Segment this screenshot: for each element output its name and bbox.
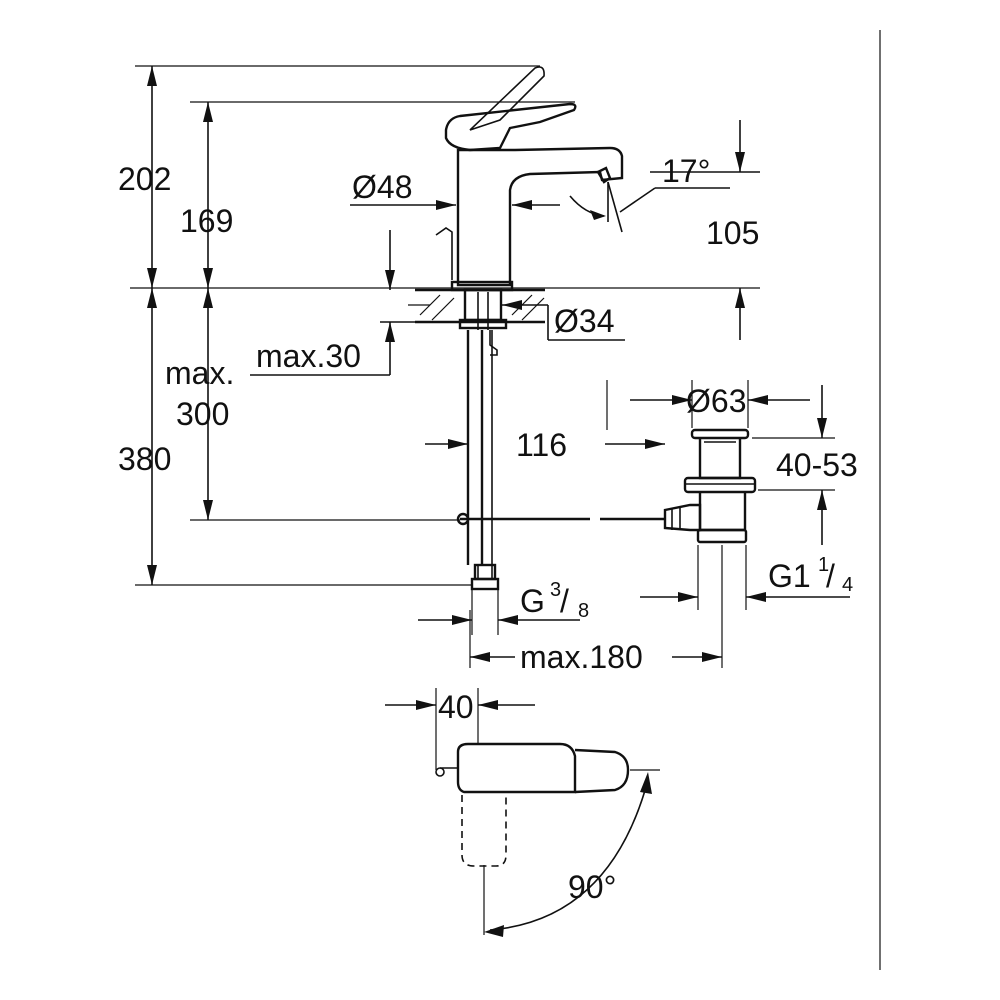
label-300: 300 <box>176 396 229 432</box>
lever <box>444 102 577 152</box>
label-g1-num: 1 <box>818 554 829 576</box>
countertop-section <box>408 288 545 324</box>
label-105: 105 <box>706 215 759 251</box>
dim-total-height: 202 <box>118 66 171 288</box>
label-40: 40 <box>438 689 474 725</box>
label-g: G <box>520 583 545 619</box>
label-380: 380 <box>118 441 171 477</box>
dim-waste-thread: G1 1 / 4 <box>640 545 853 610</box>
dim-waste-offset: 116 <box>425 427 665 463</box>
mounting-shank <box>463 288 503 322</box>
label-g1-den: 4 <box>842 574 853 596</box>
dim-spout-angle: 17° <box>569 153 730 233</box>
label-90: 90° <box>568 869 616 905</box>
label-g1-slash: / <box>826 558 835 594</box>
label-g-den: 8 <box>578 600 589 622</box>
dim-body-diameter: Ø48 <box>350 169 560 210</box>
faucet-elevation <box>130 65 760 591</box>
dim-mount-hole: Ø34 <box>502 300 625 341</box>
dim-countertop: max.30 <box>250 230 415 376</box>
label-max-30: max.30 <box>256 338 361 374</box>
label-diameter-63: Ø63 <box>686 383 746 419</box>
lever-rotated-outline <box>461 795 507 867</box>
popup-rod <box>435 227 453 280</box>
dim-below-deck: 380 <box>118 288 472 586</box>
dim-spout-reach: 105 <box>650 120 760 340</box>
label-202: 202 <box>118 161 171 197</box>
dim-spout-height: 169 <box>180 102 233 288</box>
label-g-slash: / <box>560 583 569 619</box>
label-diameter-48: Ø48 <box>352 169 412 205</box>
label-169: 169 <box>180 203 233 239</box>
lever-raised-outline <box>469 66 545 131</box>
lever-plan <box>456 742 577 794</box>
dim-waste-diameter: Ø63 <box>606 380 810 430</box>
label-diameter-34: Ø34 <box>554 303 614 339</box>
label-max: max. <box>165 355 234 391</box>
label-max-180: max.180 <box>520 639 643 675</box>
pop-up-waste <box>663 428 757 544</box>
dim-waste-height: 40-53 <box>752 385 858 545</box>
label-angle-17: 17° <box>662 153 710 189</box>
dim-hose-length: max. 300 <box>165 288 460 521</box>
label-40-53: 40-53 <box>776 447 858 483</box>
label-116: 116 <box>516 427 567 463</box>
dim-max-spread: max.180 <box>469 545 723 675</box>
rod-clamp <box>456 512 470 526</box>
label-g1: G1 <box>768 558 811 594</box>
label-g-num: 3 <box>550 579 561 601</box>
faucet-plan-view: 40 90° <box>385 688 660 937</box>
dim-supply-thread: G 3 / 8 <box>418 579 589 635</box>
